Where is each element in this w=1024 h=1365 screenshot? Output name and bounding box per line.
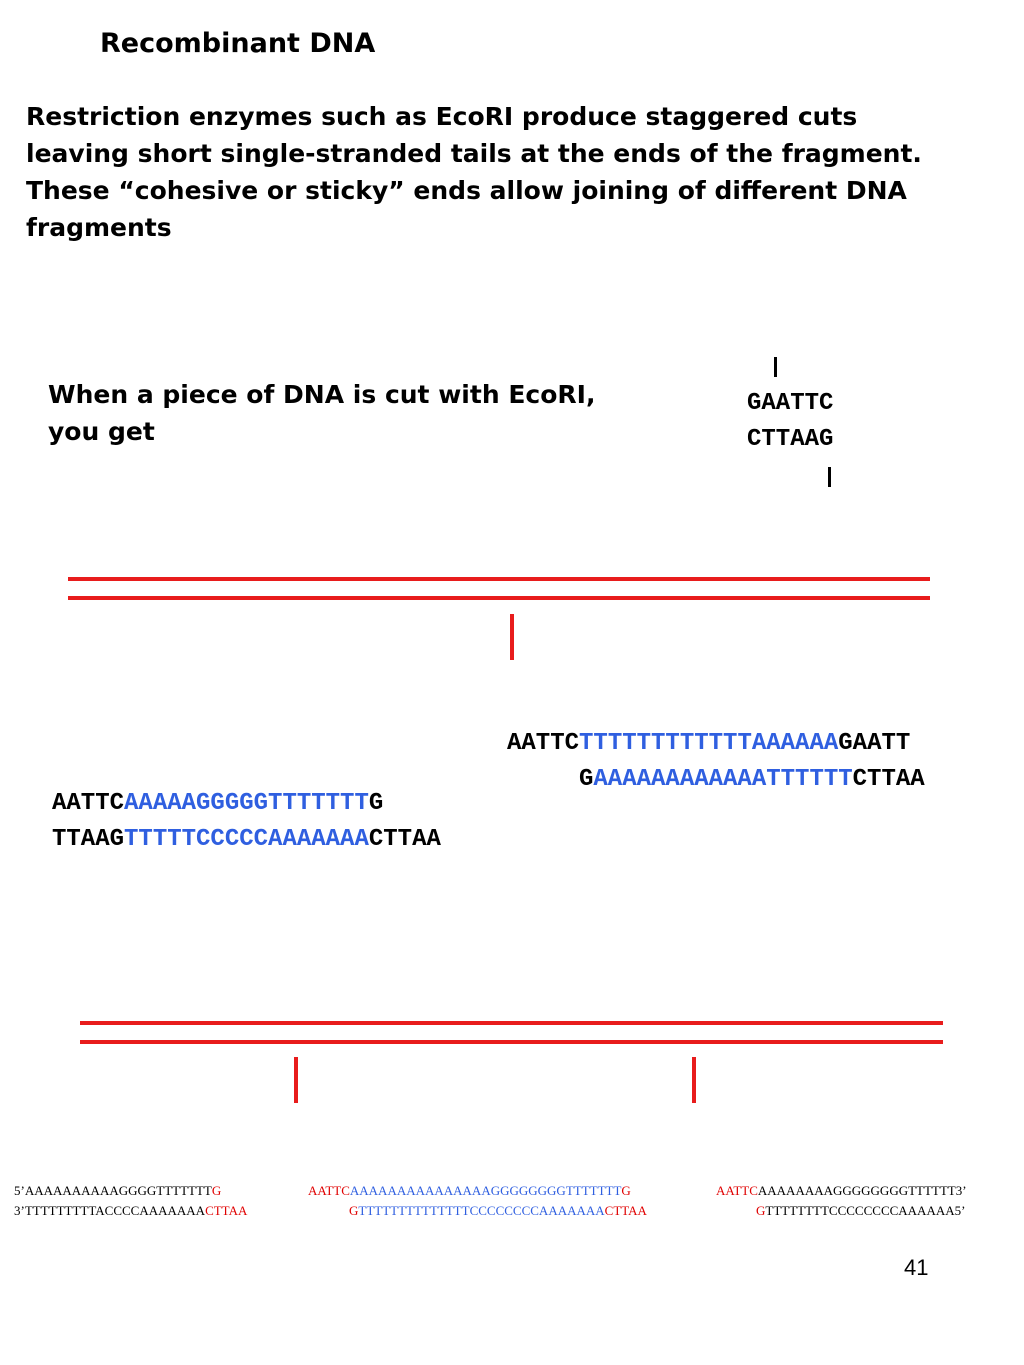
page-number: 41 <box>904 1255 929 1280</box>
joined-bottom-left: 3’TTTTTTTTTACCCCAAAAAAACTTAA <box>14 1203 248 1218</box>
joined-top-middle: AATTCAAAAAAAAAAAAAAAGGGGGGGGTTTTTTTG <box>308 1183 631 1198</box>
cut-text-line: When a piece of DNA is cut with EcoRI, <box>48 380 596 409</box>
bottom-cut-marker <box>828 467 831 487</box>
cut-site-marker-right <box>692 1057 696 1103</box>
intro-line: These “cohesive or sticky” ends allow jo… <box>26 176 907 205</box>
top-cut-marker <box>774 357 777 377</box>
intro-paragraph: Restriction enzymes such as EcoRI produc… <box>26 98 1016 246</box>
cut-site-marker <box>510 614 514 660</box>
cut-text-line: you get <box>48 417 155 446</box>
joined-bottom-right: GTTTTTTTTCCCCCCCCAAAAAA5’ <box>756 1203 966 1218</box>
joined-top-right: AATTCAAAAAAAAGGGGGGGGTTTTTT3’ <box>716 1183 967 1198</box>
fragment-right-bottom: GAAAAAAAAAAAATTTTTTCTTAA <box>579 766 925 793</box>
cut-site-marker-left <box>294 1057 298 1103</box>
dna-strand-top-2 <box>80 1021 943 1025</box>
dna-strand-top <box>68 577 930 581</box>
dna-strand-bottom-2 <box>80 1040 943 1044</box>
site-bottom-strand: CTTAAG <box>747 426 834 453</box>
fragment-left-top: AATTCAAAAAGGGGGTTTTTTTG <box>52 790 384 817</box>
fragment-left-bottom: TTAAGTTTTTCCCCCAAAAAAACTTAA <box>52 826 441 853</box>
site-top-strand: GAATTC <box>747 390 834 417</box>
dna-strand-bottom <box>68 596 930 600</box>
intro-line: Restriction enzymes such as EcoRI produc… <box>26 102 858 131</box>
intro-line: leaving short single-stranded tails at t… <box>26 139 922 168</box>
fragment-right-top: AATTCTTTTTTTTTTTTAAAAAAGAATT <box>507 730 911 757</box>
cut-explanation: When a piece of DNA is cut with EcoRI, y… <box>48 376 595 450</box>
slide-title: Recombinant DNA <box>100 28 376 59</box>
ecori-site: GAATTC CTTAAG <box>747 386 833 458</box>
joined-bottom-middle: GTTTTTTTTTTTTTTCCCCCCCCAAAAAAACTTAA <box>349 1203 647 1218</box>
joined-top-left: 5’AAAAAAAAAAGGGGTTTTTTTG <box>14 1183 222 1198</box>
intro-line: fragments <box>26 213 172 242</box>
